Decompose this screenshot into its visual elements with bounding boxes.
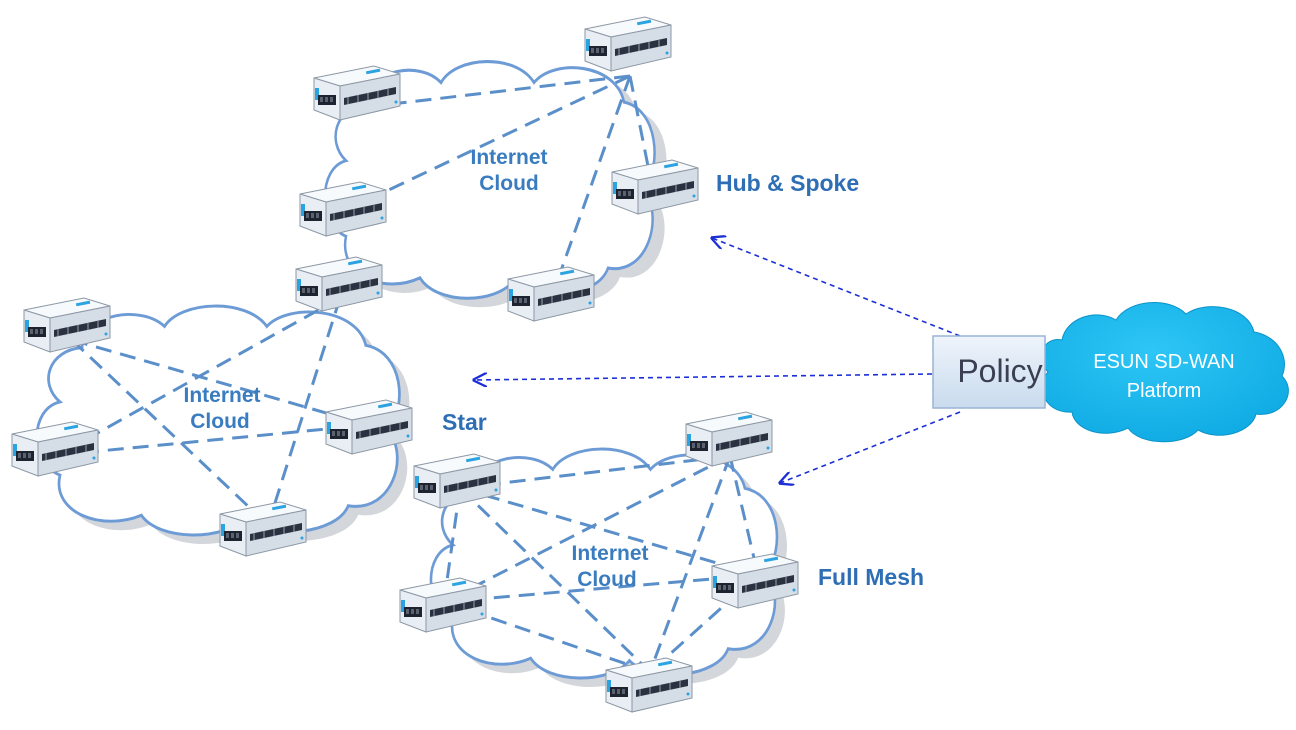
policy-arrow-full-mesh: [780, 411, 961, 483]
cloud-label-line2: Cloud: [190, 410, 249, 433]
cloud-label-line1: Internet: [470, 146, 547, 169]
platform-label-line2: Platform: [1127, 380, 1201, 402]
topology-label-hub-spoke: Hub & Spoke: [716, 170, 859, 196]
full-mesh-cloud-group: Internet Cloud: [399, 411, 799, 713]
cloud-label-line1: Internet: [571, 542, 648, 565]
star-links: [57, 296, 369, 527]
star-cloud-group: Internet Cloud: [11, 256, 413, 557]
router-icon: [685, 411, 773, 467]
policy-box: Policy: [932, 335, 1046, 409]
platform-label-line1: ESUN SD-WAN: [1093, 351, 1234, 373]
policy-label: Policy: [957, 353, 1042, 389]
cloud-label-line1: Internet: [183, 384, 260, 407]
full-mesh-links: [442, 454, 760, 674]
topology-label-full-mesh: Full Mesh: [818, 564, 924, 590]
hub-spoke-cloud-group: Internet Cloud: [299, 16, 699, 322]
policy-arrow-hub-spoke: [712, 238, 961, 337]
router-icon: [584, 16, 672, 72]
cloud-label-line2: Cloud: [577, 568, 636, 591]
policy-arrow-star: [474, 374, 933, 380]
policy-arrows: [474, 238, 961, 483]
router-icon: [295, 256, 383, 312]
topology-label-star: Star: [442, 409, 487, 435]
sdwan-cloud-icon: [1041, 302, 1289, 443]
sdwan-platform: ESUN SD-WAN Platform: [1041, 302, 1289, 443]
cloud-label-line2: Cloud: [479, 172, 538, 195]
